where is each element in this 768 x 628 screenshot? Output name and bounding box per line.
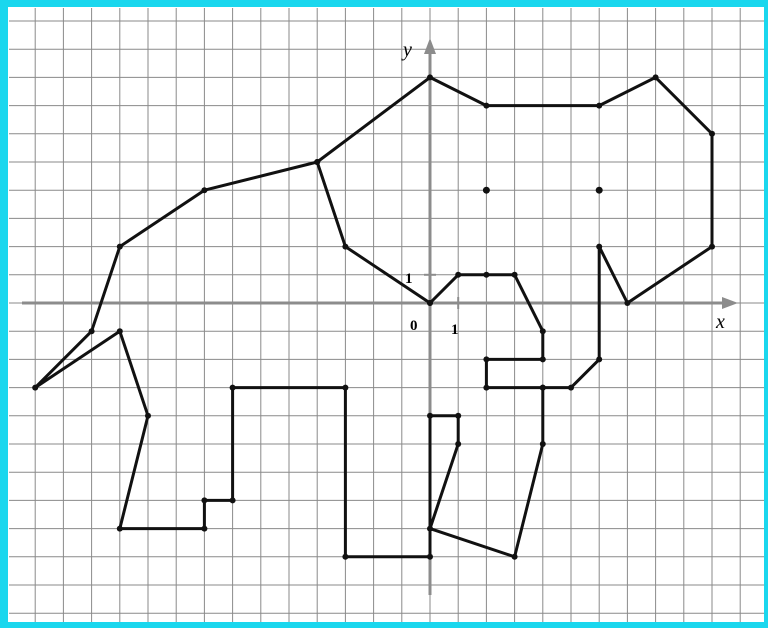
- vertex-point: [455, 272, 461, 278]
- axes: [22, 38, 738, 595]
- vertex-point: [230, 385, 236, 391]
- vertex-point: [314, 159, 320, 165]
- vertex-point: [145, 413, 151, 419]
- vertex-point: [117, 244, 123, 250]
- vertex-point: [540, 441, 546, 447]
- eye-point: [596, 187, 603, 194]
- vertex-point: [540, 356, 546, 362]
- vertex-point: [568, 385, 574, 391]
- vertex-point: [89, 328, 95, 334]
- vertex-point: [455, 413, 461, 419]
- origin-label: 0: [410, 318, 418, 334]
- vertex-point: [483, 272, 489, 278]
- vertex-point: [427, 74, 433, 80]
- vertex-point: [624, 300, 630, 306]
- y-axis-arrow: [424, 38, 436, 54]
- vertex-point: [512, 272, 518, 278]
- vertex-point: [427, 300, 433, 306]
- y-axis-label: y: [401, 39, 412, 61]
- vertex-point: [201, 187, 207, 193]
- vertex-point: [709, 244, 715, 250]
- vertex-point: [230, 497, 236, 503]
- vertex-point: [483, 103, 489, 109]
- vertex-point: [540, 385, 546, 391]
- x-unit-label: 1: [451, 322, 459, 338]
- vertex-point: [540, 328, 546, 334]
- vertex-point: [455, 441, 461, 447]
- vertex-point: [342, 385, 348, 391]
- vertex-point: [427, 526, 433, 532]
- vertex-point: [709, 131, 715, 137]
- vertex-point: [117, 526, 123, 532]
- vertex-point: [483, 385, 489, 391]
- vertex-point: [201, 526, 207, 532]
- eye-point: [483, 187, 490, 194]
- vertex-point: [342, 244, 348, 250]
- vertex-point: [342, 554, 348, 560]
- vertex-point: [483, 356, 489, 362]
- vertex-point: [117, 328, 123, 334]
- vertex-point: [653, 74, 659, 80]
- y-unit-label: 1: [405, 271, 413, 287]
- vertex-point: [596, 103, 602, 109]
- vertex-point: [427, 413, 433, 419]
- vertex-point: [32, 385, 38, 391]
- vertex-point: [596, 356, 602, 362]
- vertex-point: [427, 554, 433, 560]
- vertex-point: [201, 497, 207, 503]
- vertex-point: [596, 244, 602, 250]
- x-axis-label: x: [715, 311, 725, 333]
- x-axis-arrow: [722, 297, 738, 309]
- vertex-point: [512, 554, 518, 560]
